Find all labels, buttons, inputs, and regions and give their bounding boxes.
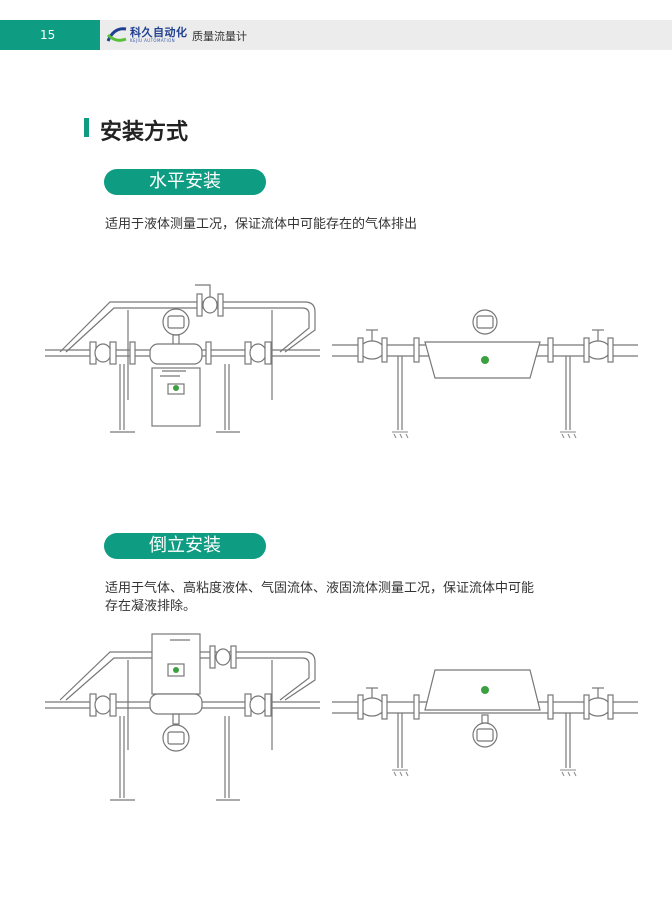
logo-icon (106, 27, 127, 42)
inverted-install-label: 倒立安装 (104, 533, 266, 559)
horizontal-install-description: 适用于液体测量工况，保证流体中可能存在的气体排出 (105, 217, 418, 232)
section-title: 安装方式 (100, 120, 189, 145)
inverted-install-description-line1: 适用于气体、高粘度液体、气固流体、液固流体测量工况，保证流体中可能 (105, 581, 535, 596)
brand-name: 科久自动化 (130, 26, 188, 39)
brand-subtitle: KEJIU AUTOMATION (130, 38, 176, 43)
horizontal-install-diagram-right (332, 309, 638, 439)
page-header: 15 科久自动化 KEJIU AUTOMATION 质量流量计 (0, 20, 672, 50)
inverted-install-description-line2: 存在凝液排除。 (105, 599, 197, 614)
product-title: 质量流量计 (192, 30, 247, 43)
section-title-bar (84, 118, 89, 137)
inverted-install-diagram-right (332, 669, 638, 777)
horizontal-install-diagram-left (45, 284, 320, 433)
horizontal-install-label: 水平安装 (104, 169, 266, 195)
inverted-install-diagram-left (45, 633, 320, 801)
header-bar: 科久自动化 KEJIU AUTOMATION 质量流量计 (100, 20, 672, 50)
page-number: 15 (0, 20, 100, 50)
